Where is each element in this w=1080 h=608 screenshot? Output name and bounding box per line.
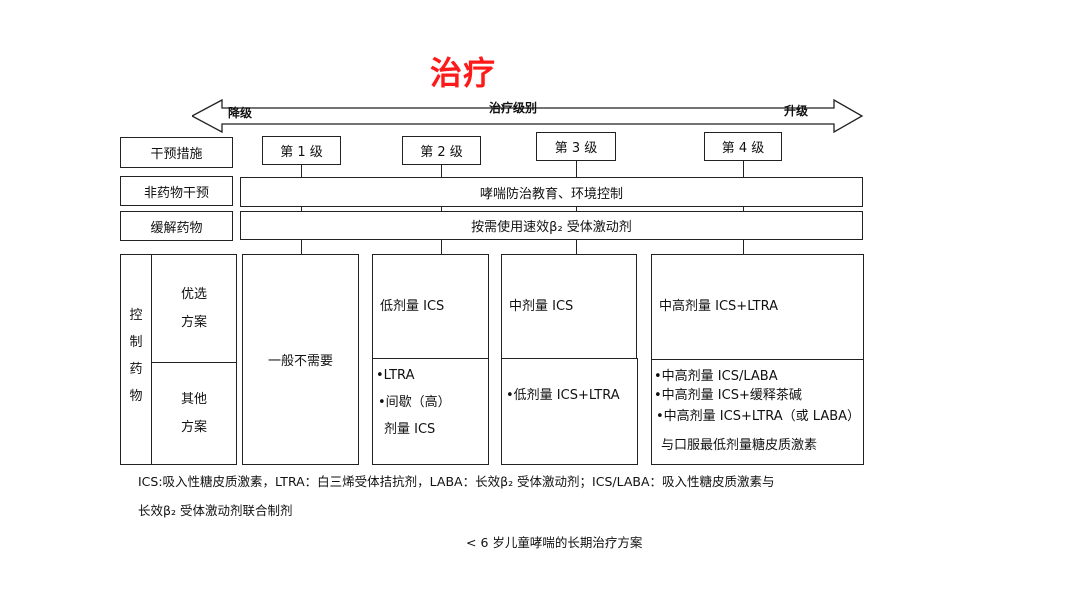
control-drug-divider-v (151, 254, 152, 465)
connector-step-1 (301, 165, 302, 177)
step-4-other-line-4: 与口服最低剂量糖皮质激素 (661, 438, 818, 453)
step-2-preferred-text: 低剂量 ICS (380, 299, 445, 314)
step-3-label: 第 3 级 (554, 141, 598, 156)
step-3-other (501, 358, 638, 465)
step-3-preferred-text: 中剂量 ICS (509, 299, 574, 314)
control-char-1: 控 (129, 308, 143, 323)
control-drug-block (120, 254, 237, 465)
step-2-other-line-2: •间歇（高） (378, 395, 451, 410)
step-4-preferred (651, 254, 864, 360)
step-4-box: 第 4 级 (704, 132, 782, 161)
step-4-other-line-3: •中高剂量 ICS+LTRA（或 LABA） (656, 409, 861, 424)
preferred-line-2: 方案 (180, 315, 207, 330)
step-2-other-line-1: •LTRA (376, 368, 415, 383)
step-4-other-line-2: •中高剂量 ICS+缓释茶碱 (654, 388, 802, 403)
footnote-line-2: 长效β₂ 受体激动剂联合制剂 (138, 503, 293, 518)
other-line-2: 方案 (180, 420, 207, 435)
connector-step-1b (301, 206, 302, 212)
connector-step-4c (743, 239, 744, 254)
connector-step-1c (301, 239, 302, 254)
control-char-4: 物 (129, 389, 143, 404)
arrow-center-label: 治疗级别 (489, 101, 538, 115)
arrow-right-label: 升级 (784, 104, 809, 118)
step-2-other-line-3: 剂量 ICS (384, 422, 436, 437)
control-drug-divider-h (151, 362, 237, 363)
figure-caption: < 6 岁儿童哮喘的长期治疗方案 (466, 535, 643, 550)
row-label-intervention-text: 干预措施 (150, 147, 203, 162)
step-3-other-text: •低剂量 ICS+LTRA (506, 388, 620, 403)
connector-step-3c (576, 239, 577, 254)
row-label-intervention: 干预措施 (120, 137, 233, 168)
control-char-3: 药 (129, 362, 143, 377)
step-4-preferred-text: 中高剂量 ICS+LTRA (659, 299, 778, 314)
step-1-box: 第 1 级 (262, 136, 341, 165)
footnote-line-1: ICS:吸入性糖皮质激素，LTRA：白三烯受体拮抗剂，LABA：长效β₂ 受体激… (138, 474, 775, 489)
connector-step-2 (441, 165, 442, 177)
connector-step-4b (743, 206, 744, 212)
step-2-label: 第 2 级 (420, 145, 463, 160)
connector-step-3b (576, 206, 577, 212)
relief-bar: 按需使用速效β₂ 受体激动剂 (240, 211, 863, 240)
connector-step-2c (441, 239, 442, 254)
other-line-1: 其他 (180, 392, 207, 407)
row-label-relief-text: 缓解药物 (150, 220, 203, 236)
connector-step-4 (743, 161, 744, 177)
step-4-label: 第 4 级 (721, 141, 765, 156)
step-4-other-line-1: •中高剂量 ICS/LABA (654, 369, 778, 384)
non-drug-bar: 哮喘防治教育、环境控制 (240, 177, 863, 207)
step-4-other (651, 359, 864, 465)
row-label-non-drug-text: 非药物干预 (143, 185, 209, 201)
non-drug-content: 哮喘防治教育、环境控制 (479, 186, 623, 202)
slide-title: 治疗 (430, 54, 497, 92)
connector-step-3 (576, 161, 577, 177)
preferred-plan-label: 优选 方案 (152, 281, 236, 337)
step-2-box: 第 2 级 (402, 136, 481, 165)
row-label-non-drug: 非药物干预 (120, 176, 233, 206)
step-1-control-text: 一般不需要 (267, 354, 333, 369)
control-drug-label: 控 制 药 物 (122, 302, 150, 410)
connector-step-2b (441, 206, 442, 212)
row-label-relief: 缓解药物 (120, 211, 233, 241)
step-1-label: 第 1 级 (280, 145, 323, 160)
control-char-2: 制 (129, 335, 143, 350)
step-3-box: 第 3 级 (536, 132, 616, 161)
treatment-level-arrow (192, 98, 864, 134)
relief-content: 按需使用速效β₂ 受体激动剂 (471, 220, 632, 235)
step-3-preferred (501, 254, 637, 359)
step-1-control: 一般不需要 (242, 254, 359, 465)
arrow-left-label: 降级 (228, 106, 253, 120)
step-2-other (372, 358, 489, 465)
other-plan-label: 其他 方案 (152, 386, 236, 442)
preferred-line-1: 优选 (180, 287, 207, 302)
